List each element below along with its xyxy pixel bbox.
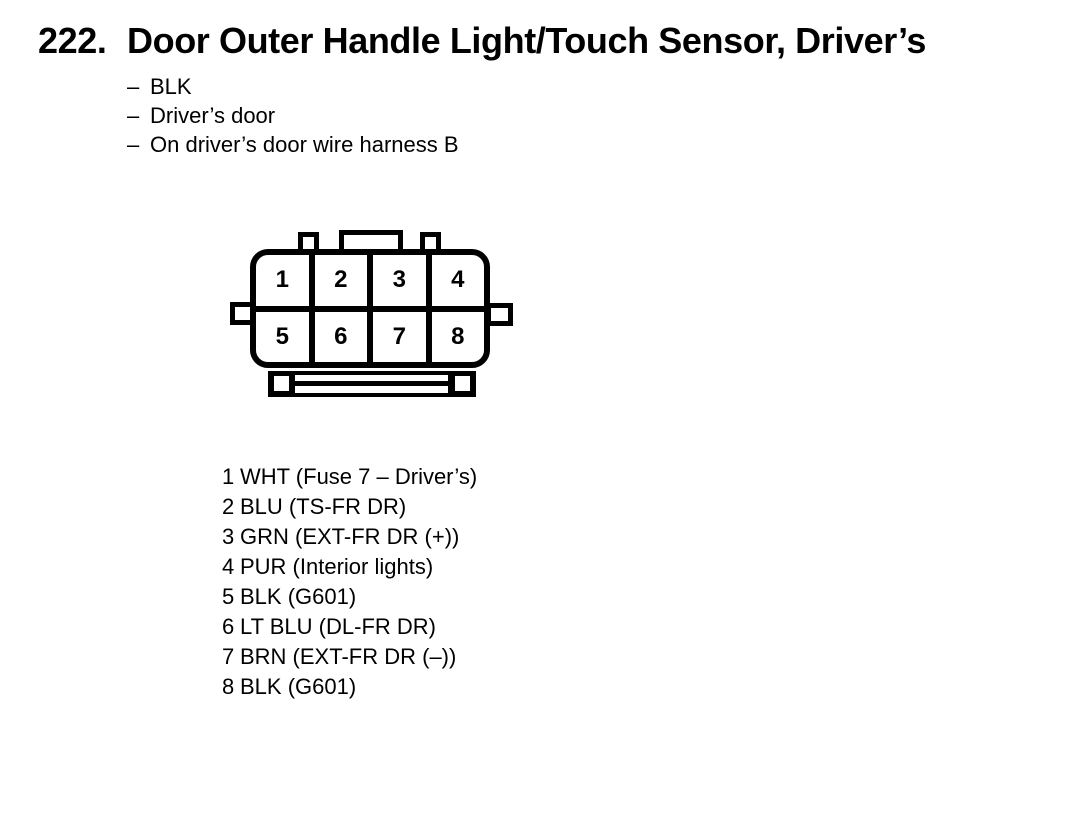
pin-cavity-5: 5 (256, 311, 309, 362)
pin-number: 3 (222, 524, 235, 549)
rail-stripe-bar (295, 381, 448, 386)
pin-cavity-3: 3 (373, 255, 426, 306)
rail-slot-right (455, 376, 470, 391)
pin-number: 5 (222, 584, 235, 609)
connector-diagram: 1 2 3 4 5 6 7 8 (230, 230, 513, 400)
note-item: – On driver’s door wire harness B (127, 130, 459, 159)
pinout-list: 1 WHT (Fuse 7 – Driver’s) 2 BLU (TS-FR D… (222, 462, 477, 702)
pin-description: GRN (EXT-FR DR (+)) (240, 524, 460, 549)
note-item: – Driver’s door (127, 101, 459, 130)
pin-cavity-6: 6 (314, 311, 367, 362)
notes-list: – BLK – Driver’s door – On driver’s door… (127, 72, 459, 159)
dash-marker: – (127, 103, 140, 128)
connector-side-tab-right (486, 303, 513, 326)
pin-description: LT BLU (DL-FR DR) (240, 614, 436, 639)
pin-number: 1 (222, 464, 235, 489)
connector-mounting-rail (268, 371, 476, 397)
figure-title: Door Outer Handle Light/Touch Sensor, Dr… (127, 20, 927, 61)
note-text: Driver’s door (150, 103, 276, 128)
pin-description: BLK (G601) (240, 584, 357, 609)
pin-description: BLK (G601) (240, 674, 357, 699)
pin-cavity-grid: 1 2 3 4 5 6 7 8 (256, 255, 484, 362)
pin-number: 6 (222, 614, 235, 639)
pinout-row: 7 BRN (EXT-FR DR (–)) (222, 642, 477, 672)
pin-number: 4 (222, 554, 235, 579)
figure-number: 222. (38, 20, 107, 61)
dash-marker: – (127, 132, 140, 157)
pin-number: 8 (222, 674, 235, 699)
pinout-row: 5 BLK (G601) (222, 582, 477, 612)
rail-stripes (295, 375, 448, 393)
note-text: On driver’s door wire harness B (150, 132, 459, 157)
pinout-row: 8 BLK (G601) (222, 672, 477, 702)
pinout-row: 3 GRN (EXT-FR DR (+)) (222, 522, 477, 552)
pin-cavity-7: 7 (373, 311, 426, 362)
connector-body: 1 2 3 4 5 6 7 8 (250, 249, 490, 368)
pin-number: 7 (222, 644, 235, 669)
pin-number: 2 (222, 494, 235, 519)
rail-slot-left (274, 376, 289, 391)
pin-cavity-4: 4 (431, 255, 484, 306)
pin-cavity-2: 2 (314, 255, 367, 306)
pin-description: BRN (EXT-FR DR (–)) (240, 644, 457, 669)
pinout-row: 2 BLU (TS-FR DR) (222, 492, 477, 522)
pin-cavity-8: 8 (431, 311, 484, 362)
pin-description: WHT (Fuse 7 – Driver’s) (240, 464, 478, 489)
pin-description: BLU (TS-FR DR) (240, 494, 407, 519)
pinout-row: 1 WHT (Fuse 7 – Driver’s) (222, 462, 477, 492)
page-title: 222. Door Outer Handle Light/Touch Senso… (38, 20, 926, 62)
pinout-row: 4 PUR (Interior lights) (222, 552, 477, 582)
dash-marker: – (127, 74, 140, 99)
pinout-row: 6 LT BLU (DL-FR DR) (222, 612, 477, 642)
pin-description: PUR (Interior lights) (240, 554, 434, 579)
note-item: – BLK (127, 72, 459, 101)
note-text: BLK (150, 74, 192, 99)
pin-cavity-1: 1 (256, 255, 309, 306)
